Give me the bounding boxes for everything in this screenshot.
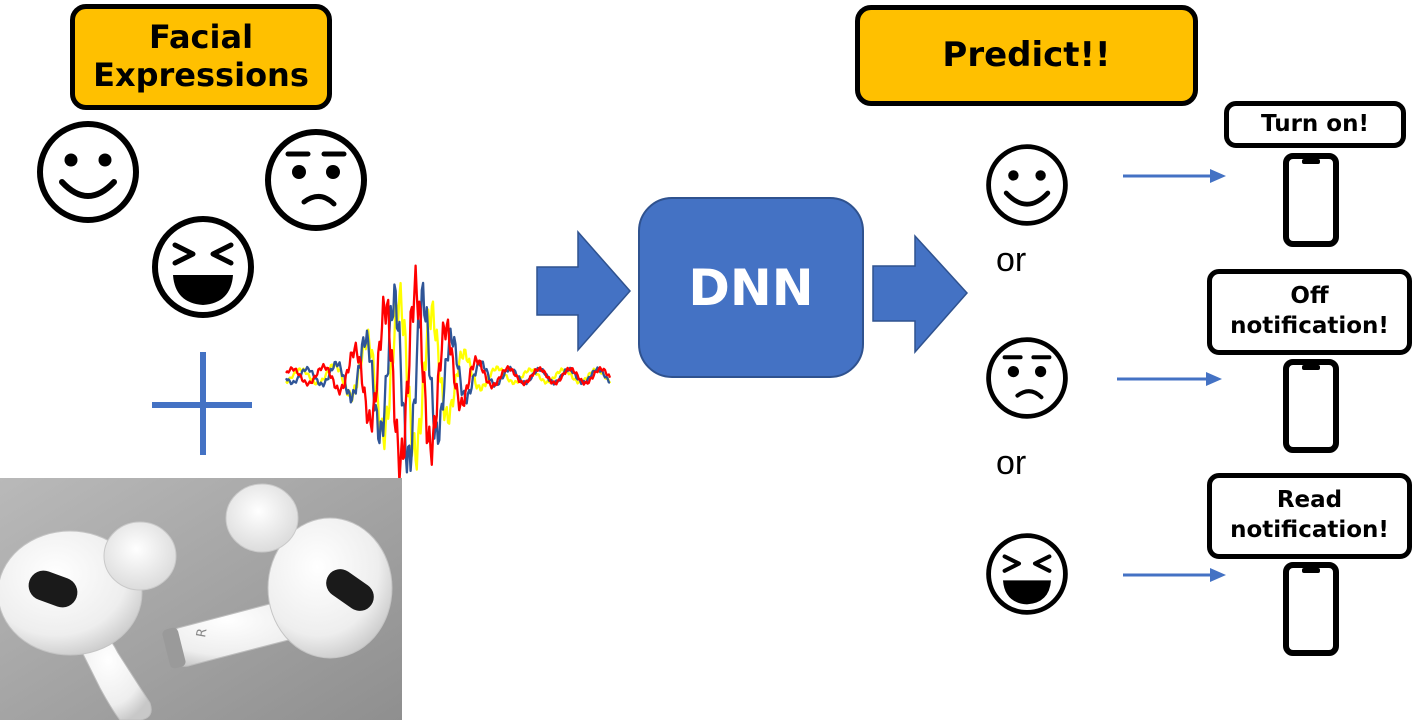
laugh-icon [989,536,1066,613]
block-arrow-icon [536,230,631,352]
notification-box-turn-on: Turn on! [1224,101,1406,148]
smartphone-icon [1286,362,1336,450]
worried-icon [989,340,1066,417]
notification-line2: notification! [1230,517,1389,543]
dnn-model-box: DNN [638,197,864,378]
smile-icon [989,147,1066,224]
smile-icon [40,124,136,220]
predict-label: Predict!! [855,5,1198,106]
arrow-icon [1123,169,1226,183]
svg-text:R: R [194,627,210,639]
notification-line1: Turn on! [1261,110,1369,137]
or-text: or [996,444,1027,482]
worried-icon [268,132,364,228]
notification-line1: Off [1290,283,1329,310]
facial-label-line2: Expressions [93,56,309,94]
notification-box-off: Off notification! [1207,269,1412,355]
signal-waveform-icon [285,264,612,484]
predict-label-text: Predict!! [942,35,1111,76]
laugh-icon [155,219,251,315]
smartphone-icon [1286,565,1336,653]
signal-series-blue [285,281,611,474]
facial-label-line1: Facial [148,18,254,57]
earbuds-photo: R [0,478,402,720]
signal-series-red [285,264,612,484]
arrow-icon [1123,568,1226,582]
facial-expressions-label: Facial Expressions [70,4,332,110]
notification-box-read: Read notification! [1207,473,1412,559]
plus-icon [152,352,252,455]
arrow-icon [1117,372,1222,386]
smartphone-icon [1286,156,1336,244]
dnn-label: DNN [688,258,814,317]
notification-line1: Read [1276,487,1343,514]
notification-line2: notification! [1230,313,1389,339]
block-arrow-icon [872,234,969,354]
or-text: or [996,241,1027,279]
